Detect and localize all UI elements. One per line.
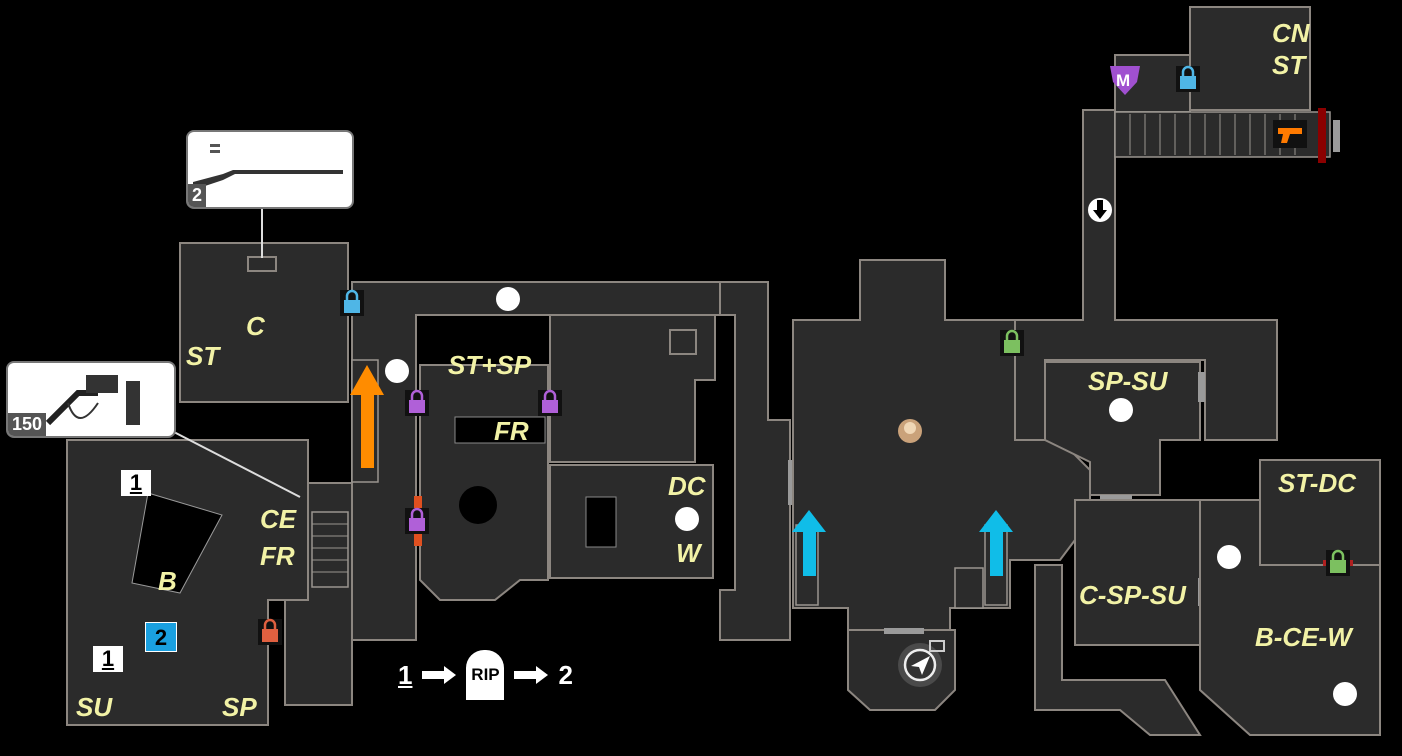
table-b <box>131 492 223 594</box>
crate <box>669 329 697 355</box>
lock-icon[interactable] <box>1323 549 1353 576</box>
arrow-right-icon <box>422 666 457 684</box>
door <box>884 628 924 634</box>
room-st-sp <box>419 364 549 601</box>
arrow-up-icon <box>979 510 1013 576</box>
room-left <box>66 439 309 726</box>
room-label: B <box>158 566 177 596</box>
lock-icon[interactable] <box>1176 65 1200 92</box>
stairs-hall-mid <box>954 567 984 609</box>
merchant-icon[interactable]: M <box>1110 66 1140 95</box>
grave-marker-1: 1 <box>93 646 123 672</box>
item-dot[interactable] <box>1109 398 1133 422</box>
room-label: ST+SP <box>448 350 532 380</box>
stairs-left <box>311 511 349 588</box>
item-dot[interactable] <box>385 359 409 383</box>
room-compass <box>847 629 956 711</box>
room-label: W <box>676 538 703 568</box>
legend-from: 1 <box>398 659 413 690</box>
ashley-icon[interactable] <box>898 419 922 443</box>
lock-icon[interactable] <box>405 389 429 416</box>
tombstone-icon: RIP <box>466 650 505 700</box>
room-label: ST <box>186 341 221 371</box>
room-c <box>179 242 349 403</box>
flamethrower-icon <box>45 375 140 426</box>
room-label: B-CE-W <box>1255 622 1354 652</box>
room-label: C-SP-SU <box>1079 580 1187 610</box>
room-label: CN <box>1272 18 1311 48</box>
room-c-sp-su <box>1074 499 1201 646</box>
room-dc-w <box>549 464 714 579</box>
down-arrow-icon[interactable] <box>1088 198 1112 222</box>
shotgun-card[interactable]: 2 <box>186 130 354 209</box>
player-compass-icon <box>898 643 942 687</box>
legend-to: 2 <box>558 659 573 690</box>
legend: 1 RIP 2 <box>398 650 573 700</box>
door <box>1333 120 1340 152</box>
red-door <box>1318 108 1326 163</box>
door <box>1198 372 1205 402</box>
room-label: CE <box>260 504 297 534</box>
lock-icon[interactable] <box>538 389 562 416</box>
arrow-right-icon <box>514 666 549 684</box>
svg-text:M: M <box>1116 71 1130 90</box>
counter <box>454 416 546 444</box>
arrow-up-icon <box>792 510 826 576</box>
room-st-dc <box>1259 459 1381 566</box>
room-label: SP <box>222 692 257 722</box>
flamethrower-card[interactable]: 150 <box>6 361 176 438</box>
room-label: FR <box>260 541 295 571</box>
item-dot[interactable] <box>1217 545 1241 569</box>
lock-icon[interactable] <box>258 618 282 645</box>
typewriter-icon <box>929 640 945 652</box>
room-label: C <box>246 311 266 341</box>
item-dot[interactable] <box>1333 682 1357 706</box>
room-upper-right <box>549 314 716 463</box>
marker-2: 2 <box>145 622 177 652</box>
shotgun-icon <box>193 144 343 190</box>
room-label: SU <box>76 692 113 722</box>
lock-icon[interactable] <box>1000 329 1024 356</box>
corridor-right-middle <box>719 281 791 641</box>
item-count: 2 <box>188 184 207 207</box>
door <box>1100 495 1132 501</box>
room-label: ST <box>1272 50 1307 80</box>
lock-icon[interactable] <box>405 496 429 546</box>
room-label: SP-SU <box>1088 366 1169 396</box>
cabinet <box>585 496 617 548</box>
door <box>788 460 795 505</box>
corridor-south-east <box>1034 564 1202 736</box>
callout-line <box>169 429 301 498</box>
lock-icon[interactable] <box>340 289 364 316</box>
item-count: 150 <box>8 413 47 436</box>
room-cn-st <box>1189 6 1311 111</box>
grave-marker-1: 1 <box>121 470 151 496</box>
item-dot[interactable] <box>675 507 699 531</box>
room-label: FR <box>494 416 529 446</box>
room-b-ce-w <box>1199 499 1381 736</box>
handgun-icon[interactable] <box>1273 120 1307 148</box>
item-dot[interactable] <box>496 287 520 311</box>
arrow-up-icon <box>350 365 384 468</box>
pit <box>459 486 497 524</box>
room-label: DC <box>668 471 707 501</box>
room-label: ST-DC <box>1278 468 1357 498</box>
